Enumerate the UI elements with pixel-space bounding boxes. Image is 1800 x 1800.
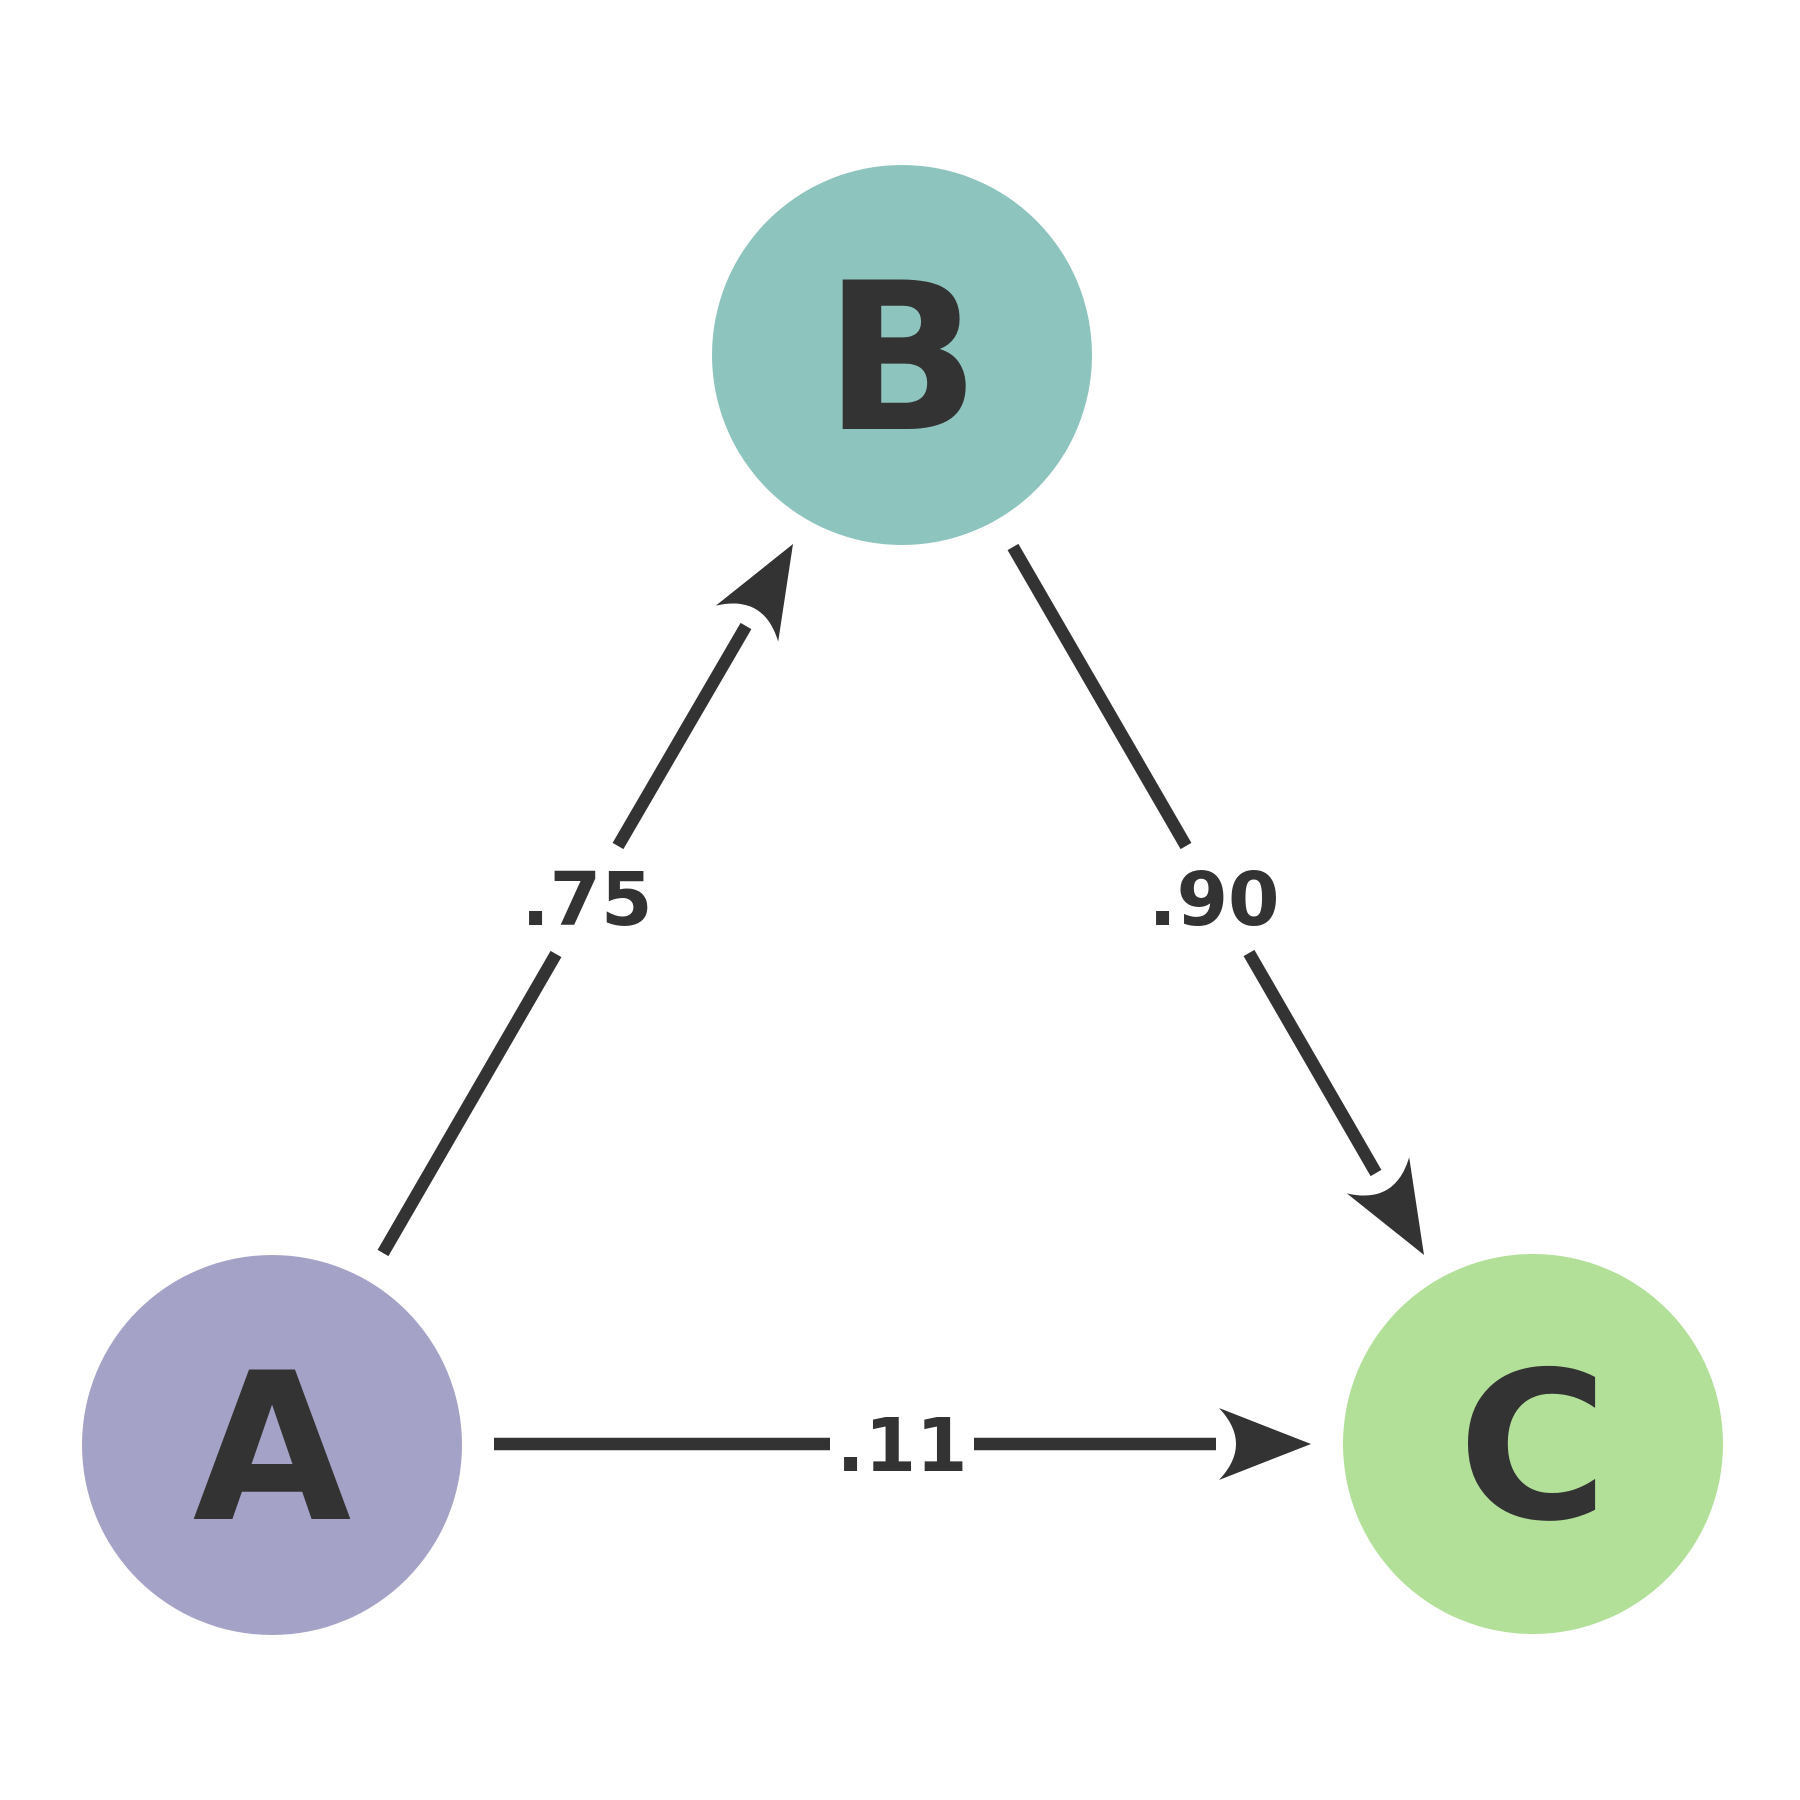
edge-a-c: .11	[494, 1400, 1311, 1492]
edge-a-c-weight-label: .11	[836, 1403, 967, 1489]
node-a: A	[82, 1255, 462, 1635]
edge-a-b: .75	[377, 544, 793, 1257]
edge-b-c: .90	[1007, 543, 1424, 1255]
edge-b-c-weight-label: .90	[1148, 857, 1279, 943]
edge-b-c-line-segment	[1007, 543, 1192, 850]
edge-a-b-line-segment	[377, 950, 562, 1257]
node-a-label: A	[193, 1330, 352, 1568]
edge-a-b-arrowhead-icon	[715, 544, 793, 642]
node-a-circle	[82, 1255, 462, 1635]
node-b: B	[712, 165, 1092, 545]
node-c-label: C	[1458, 1329, 1608, 1567]
edge-a-b-line-segment	[612, 622, 752, 850]
node-b-circle	[712, 165, 1092, 545]
edge-a-b-weight-label: .75	[521, 857, 652, 943]
edge-b-c-line-segment	[1243, 949, 1382, 1177]
node-c-circle	[1343, 1254, 1723, 1634]
node-c: C	[1343, 1254, 1723, 1634]
edge-b-c-arrowhead-icon	[1346, 1157, 1424, 1255]
node-b-label: B	[824, 240, 980, 478]
edge-a-c-arrowhead-icon	[1219, 1408, 1311, 1480]
